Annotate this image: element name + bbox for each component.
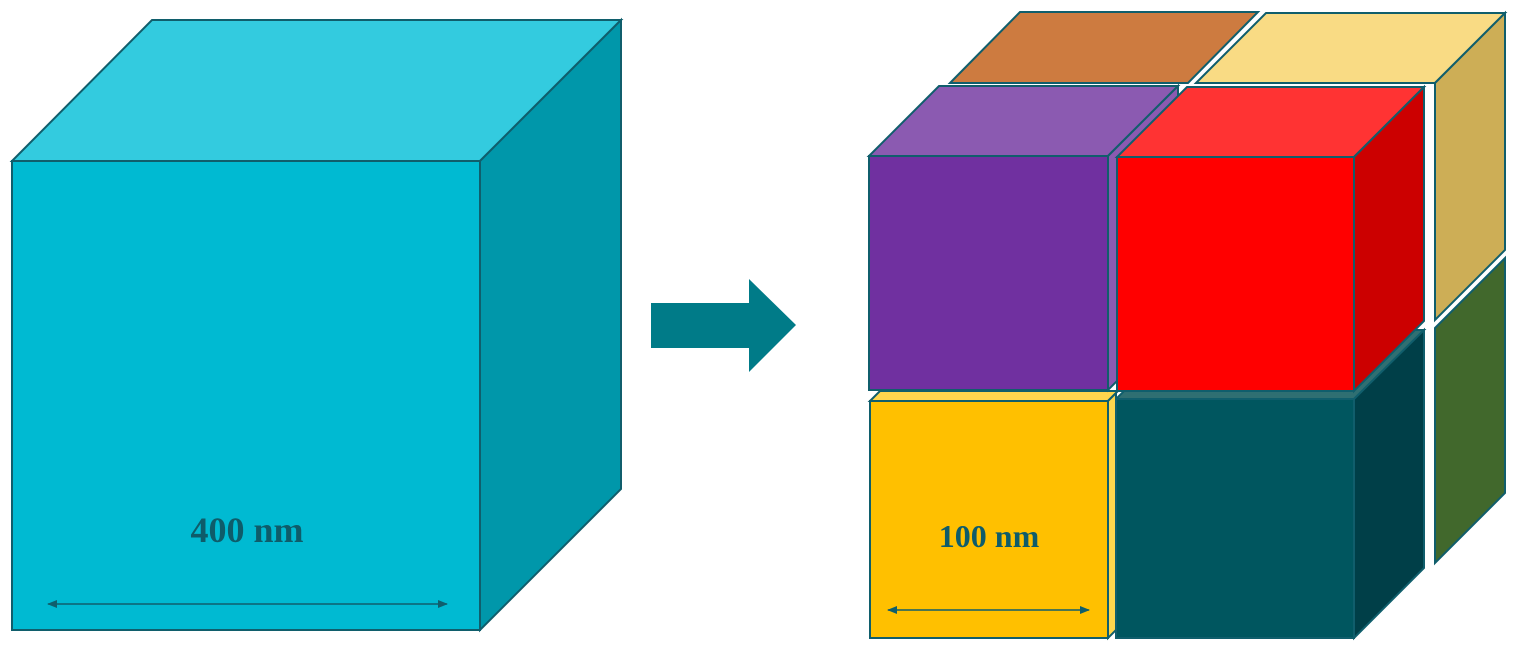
- bottom-left-cube-side-face: [1107, 390, 1117, 641]
- large-cube-size-label: 400 nm: [190, 510, 303, 550]
- back-bottom-cube-side-face: [1434, 255, 1506, 566]
- large-cube-front-face: [11, 160, 481, 631]
- top-left-cube-front-face: [868, 155, 1109, 391]
- bottom-left-cube-front-face: [869, 400, 1109, 639]
- bottom-right-cube-front-face: [1115, 398, 1355, 639]
- right-arrow-icon: [651, 279, 796, 372]
- back-left-cube-top-face: [947, 11, 1261, 84]
- divided-cube: 100 nm: [866, 10, 1508, 641]
- back-right-cube-side-face: [1434, 10, 1506, 323]
- top-right-cube-front-face: [1116, 156, 1355, 392]
- large-cube: 400 nm: [9, 17, 624, 633]
- small-cube-size-label: 100 nm: [939, 518, 1040, 554]
- bottom-left-cube-top-face: [867, 390, 1121, 402]
